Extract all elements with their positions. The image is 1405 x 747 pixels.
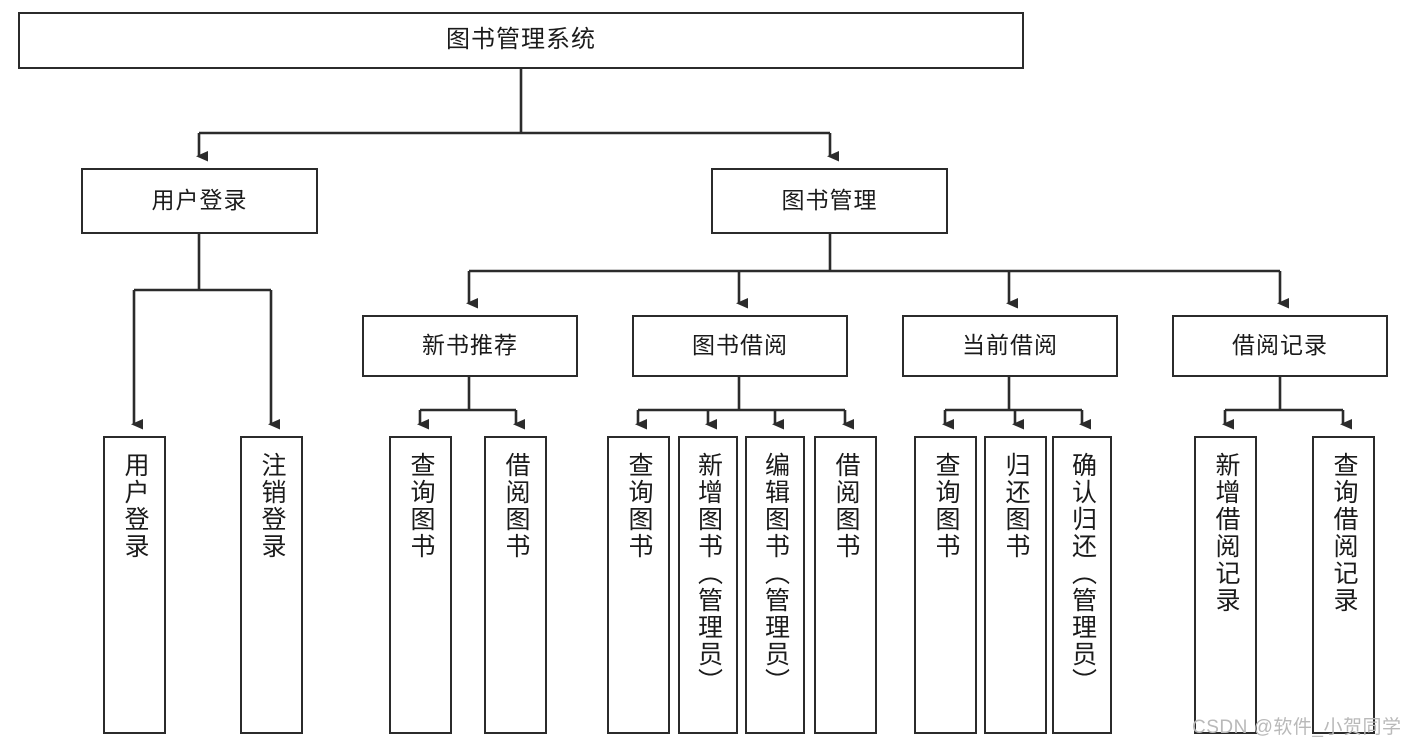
leaf-user-login-label: 用户登录 <box>121 452 149 560</box>
leaf-add-book-admin[interactable]: 新增图书（管理员） <box>678 436 738 734</box>
node-book-borrow[interactable]: 图书借阅 <box>632 315 848 377</box>
leaf-edit-book-admin[interactable]: 编辑图书（管理员） <box>745 436 805 734</box>
node-root[interactable]: 图书管理系统 <box>18 12 1024 69</box>
leaf-confirm-return-admin-label: 确认归还（管理员） <box>1068 452 1097 695</box>
node-root-label: 图书管理系统 <box>446 26 596 54</box>
leaf-query-book-current-label: 查询图书 <box>932 452 960 560</box>
leaf-add-borrow-record-label: 新增借阅记录 <box>1212 452 1240 614</box>
node-current-borrow[interactable]: 当前借阅 <box>902 315 1118 377</box>
leaf-borrow-book-new-label: 借阅图书 <box>502 452 530 560</box>
leaf-borrow-book-new[interactable]: 借阅图书 <box>484 436 547 734</box>
node-user-login[interactable]: 用户登录 <box>81 168 318 234</box>
leaf-add-borrow-record[interactable]: 新增借阅记录 <box>1194 436 1257 734</box>
node-book-management[interactable]: 图书管理 <box>711 168 948 234</box>
node-borrow-records[interactable]: 借阅记录 <box>1172 315 1388 377</box>
leaf-logout[interactable]: 注销登录 <box>240 436 303 734</box>
leaf-query-borrow-record[interactable]: 查询借阅记录 <box>1312 436 1375 734</box>
node-user-login-label: 用户登录 <box>151 187 248 214</box>
leaf-borrow-book[interactable]: 借阅图书 <box>814 436 877 734</box>
leaf-confirm-return-admin[interactable]: 确认归还（管理员） <box>1052 436 1112 734</box>
leaf-logout-label: 注销登录 <box>258 452 286 560</box>
leaf-user-login[interactable]: 用户登录 <box>103 436 166 734</box>
node-new-book-recommend[interactable]: 新书推荐 <box>362 315 578 377</box>
node-new-book-recommend-label: 新书推荐 <box>422 332 518 359</box>
node-book-borrow-label: 图书借阅 <box>692 332 788 359</box>
leaf-return-book-label: 归还图书 <box>1002 452 1030 560</box>
leaf-query-borrow-record-label: 查询借阅记录 <box>1330 452 1358 614</box>
leaf-query-book-borrow-label: 查询图书 <box>625 452 653 560</box>
node-book-management-label: 图书管理 <box>781 187 878 214</box>
leaf-query-book-new[interactable]: 查询图书 <box>389 436 452 734</box>
leaf-borrow-book-label: 借阅图书 <box>832 452 860 560</box>
leaf-query-book-new-label: 查询图书 <box>407 452 435 560</box>
leaf-query-book-current[interactable]: 查询图书 <box>914 436 977 734</box>
node-current-borrow-label: 当前借阅 <box>962 332 1058 359</box>
leaf-query-book-borrow[interactable]: 查询图书 <box>607 436 670 734</box>
leaf-add-book-admin-label: 新增图书（管理员） <box>694 452 723 695</box>
leaf-return-book[interactable]: 归还图书 <box>984 436 1047 734</box>
node-borrow-records-label: 借阅记录 <box>1232 332 1328 359</box>
watermark: CSDN @软件_小贺同学 <box>1192 717 1402 738</box>
leaf-edit-book-admin-label: 编辑图书（管理员） <box>761 452 790 695</box>
